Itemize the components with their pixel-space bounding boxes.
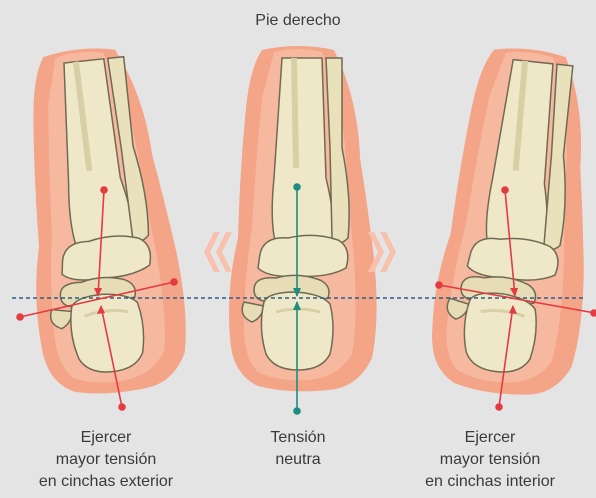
caption-middle-line-1: Tensión	[198, 427, 398, 449]
caption-right-line-2: mayor tensión	[390, 449, 590, 471]
caption-right-line-1: Ejercer	[390, 427, 590, 449]
right-foot	[426, 42, 596, 401]
caption-middle-line-2: neutra	[198, 449, 398, 471]
caption-left-line-1: Ejercer	[6, 427, 206, 449]
double-chevron-left-icon	[204, 232, 232, 272]
caption-left-line-3: en cinchas exterior	[6, 471, 206, 493]
caption-right-line-3: en cinchas interior	[390, 471, 590, 493]
middle-foot	[229, 46, 377, 391]
caption-exterior-tension: Ejercer mayor tensión en cinchas exterio…	[6, 427, 206, 493]
caption-interior-tension: Ejercer mayor tensión en cinchas interio…	[390, 427, 590, 493]
caption-neutral-tension: Tensión neutra	[198, 427, 398, 471]
caption-left-line-2: mayor tensión	[6, 449, 206, 471]
